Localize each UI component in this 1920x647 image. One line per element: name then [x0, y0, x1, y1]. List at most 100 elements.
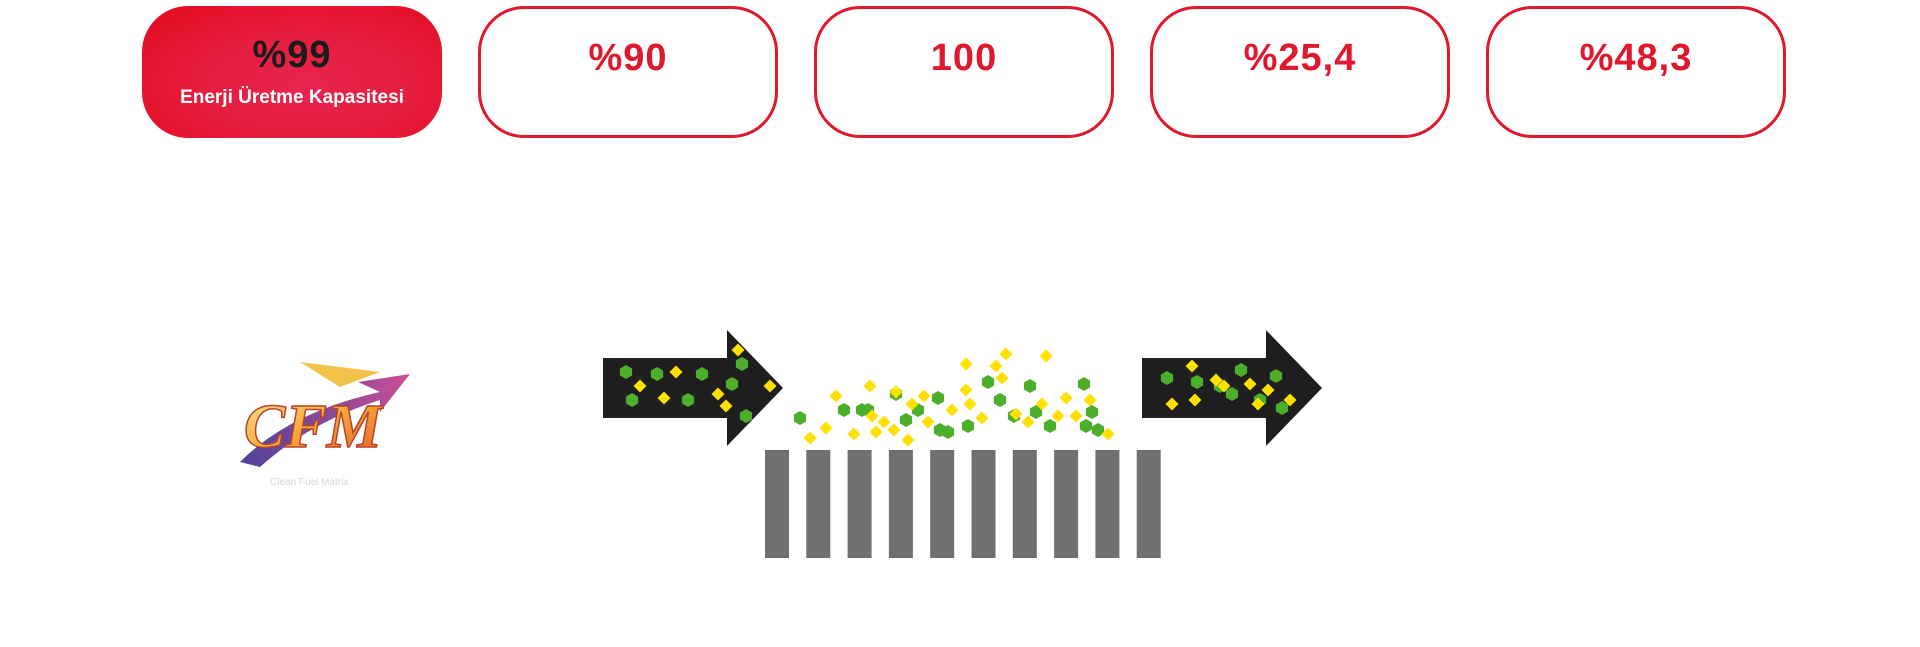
green-particle — [993, 393, 1007, 407]
yellow-particle — [1059, 391, 1073, 405]
yellow-particle — [963, 397, 977, 411]
yellow-particle — [1039, 349, 1053, 363]
green-particle — [619, 365, 633, 379]
filter-bar — [888, 450, 913, 558]
yellow-particle — [945, 403, 959, 417]
stat-card-5[interactable]: %48,3 — [1486, 6, 1786, 138]
stat-card-2[interactable]: %90 — [478, 6, 778, 138]
filter-bar — [971, 450, 996, 558]
green-particle — [739, 409, 753, 423]
yellow-particle — [959, 383, 973, 397]
stat-value: 100 — [930, 37, 998, 79]
filter-bar — [930, 450, 955, 558]
green-particle — [1269, 369, 1283, 383]
yellow-particle — [669, 365, 683, 379]
yellow-particle — [901, 433, 915, 447]
yellow-particle — [999, 347, 1013, 361]
yellow-particle — [1069, 409, 1083, 423]
green-particle — [1085, 405, 1099, 419]
stat-card-energy-capacity[interactable]: %99 Enerji Üretme Kapasitesi — [142, 6, 442, 138]
filter-bar — [1054, 450, 1079, 558]
stat-value: %99 — [252, 34, 332, 76]
green-particle — [1190, 375, 1204, 389]
green-particle — [681, 393, 695, 407]
filter-bar — [765, 450, 789, 558]
green-particle — [931, 391, 945, 405]
green-particle — [981, 375, 995, 389]
yellow-particle — [719, 399, 733, 413]
yellow-particle — [633, 379, 647, 393]
yellow-particle — [1283, 393, 1297, 407]
yellow-particle — [803, 431, 817, 445]
yellow-particle — [1009, 407, 1023, 421]
filter-bars — [765, 450, 1161, 558]
green-particle — [735, 357, 749, 371]
green-particle — [793, 411, 807, 425]
green-particle — [625, 393, 639, 407]
filter-bar — [1012, 450, 1037, 558]
yellow-particle — [869, 425, 883, 439]
yellow-particle — [1261, 383, 1275, 397]
green-particle — [650, 367, 664, 381]
green-particle — [695, 367, 709, 381]
yellow-particle — [1185, 359, 1199, 373]
stat-value: %48,3 — [1579, 37, 1693, 79]
filter-bar — [847, 450, 872, 558]
yellow-particle — [657, 391, 671, 405]
yellow-particle — [917, 389, 931, 403]
yellow-particle — [1021, 415, 1035, 429]
stat-card-4[interactable]: %25,4 — [1150, 6, 1450, 138]
yellow-particle — [829, 389, 843, 403]
yellow-particle — [763, 379, 777, 393]
yellow-particle — [1251, 397, 1265, 411]
yellow-particle — [905, 397, 919, 411]
green-particle — [837, 403, 851, 417]
particles — [619, 343, 1297, 447]
stat-value: %25,4 — [1243, 37, 1357, 79]
green-particle — [1225, 387, 1239, 401]
yellow-particle — [1209, 373, 1223, 387]
yellow-particle — [877, 415, 891, 429]
green-particle — [1023, 379, 1037, 393]
green-particle — [899, 413, 913, 427]
green-particle — [941, 425, 955, 439]
yellow-particle — [975, 411, 989, 425]
yellow-particle — [995, 371, 1009, 385]
filter-bar — [1136, 450, 1161, 558]
yellow-particle — [863, 379, 877, 393]
inflow-arrow-icon — [603, 330, 783, 446]
green-particle — [1234, 363, 1248, 377]
yellow-particle — [959, 357, 973, 371]
green-particle — [1043, 419, 1057, 433]
yellow-particle — [887, 423, 901, 437]
cfm-logo: CFM Clean Fuel Matrix — [240, 362, 410, 488]
green-particle — [1079, 419, 1093, 433]
yellow-particle — [1217, 379, 1231, 393]
yellow-particle — [819, 421, 833, 435]
green-particle — [1160, 371, 1174, 385]
logo-text: CFM — [244, 393, 384, 461]
green-particle — [1029, 405, 1043, 419]
yellow-particle — [989, 359, 1003, 373]
yellow-particle — [1101, 427, 1115, 441]
yellow-particle — [1083, 393, 1097, 407]
stat-label: Enerji Üretme Kapasitesi — [180, 87, 404, 108]
yellow-particle — [731, 343, 745, 357]
yellow-particle — [1165, 397, 1179, 411]
yellow-particle — [1051, 409, 1065, 423]
yellow-particle — [921, 415, 935, 429]
green-particle — [1275, 401, 1289, 415]
green-particle — [961, 419, 975, 433]
yellow-particle — [1035, 397, 1049, 411]
filter-bar — [806, 450, 831, 558]
stats-bar: %99 Enerji Üretme Kapasitesi %90 100 %25… — [0, 0, 1920, 150]
yellow-particle — [1243, 377, 1257, 391]
yellow-particle — [711, 387, 725, 401]
logo-tagline: Clean Fuel Matrix — [270, 477, 348, 488]
green-particle — [1077, 377, 1091, 391]
filter-bar — [1095, 450, 1120, 558]
green-particle — [1091, 423, 1105, 437]
yellow-particle — [1188, 393, 1202, 407]
yellow-particle — [889, 385, 903, 399]
stat-card-3[interactable]: 100 — [814, 6, 1114, 138]
